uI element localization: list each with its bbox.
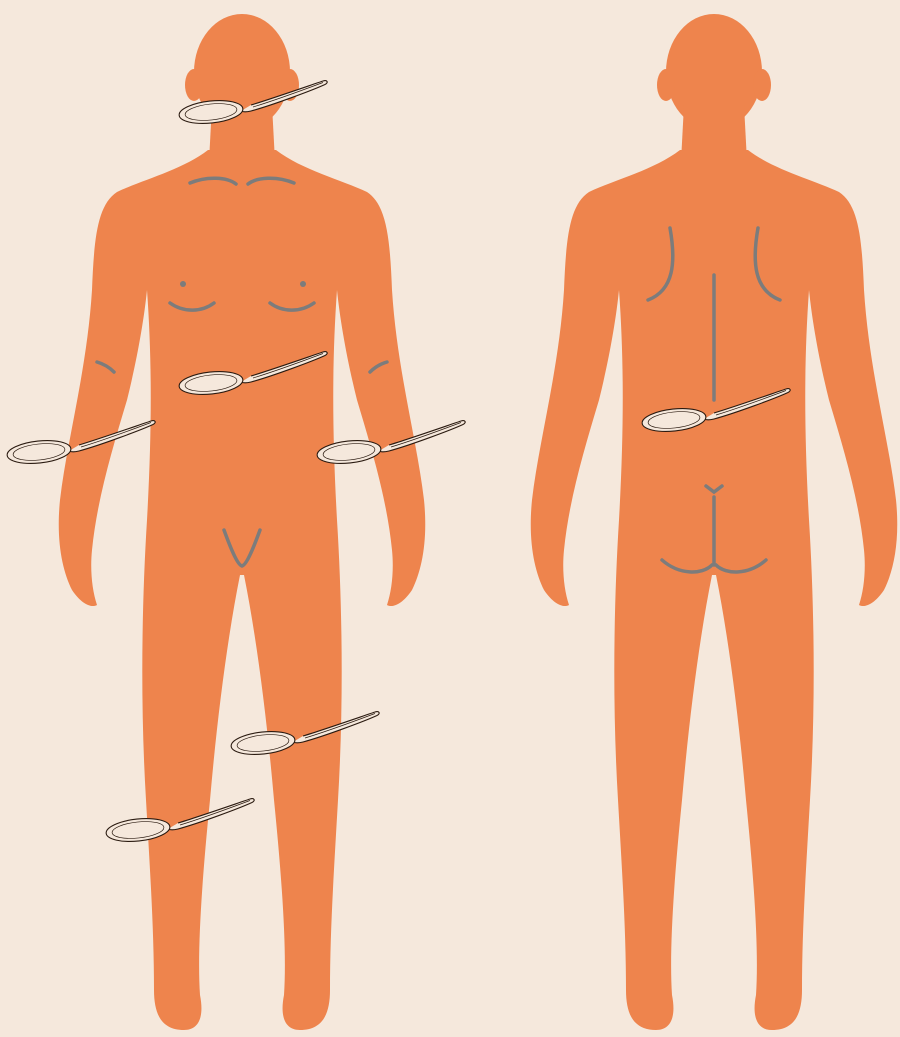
left-nipple — [180, 281, 186, 287]
right-nipple — [300, 281, 306, 287]
